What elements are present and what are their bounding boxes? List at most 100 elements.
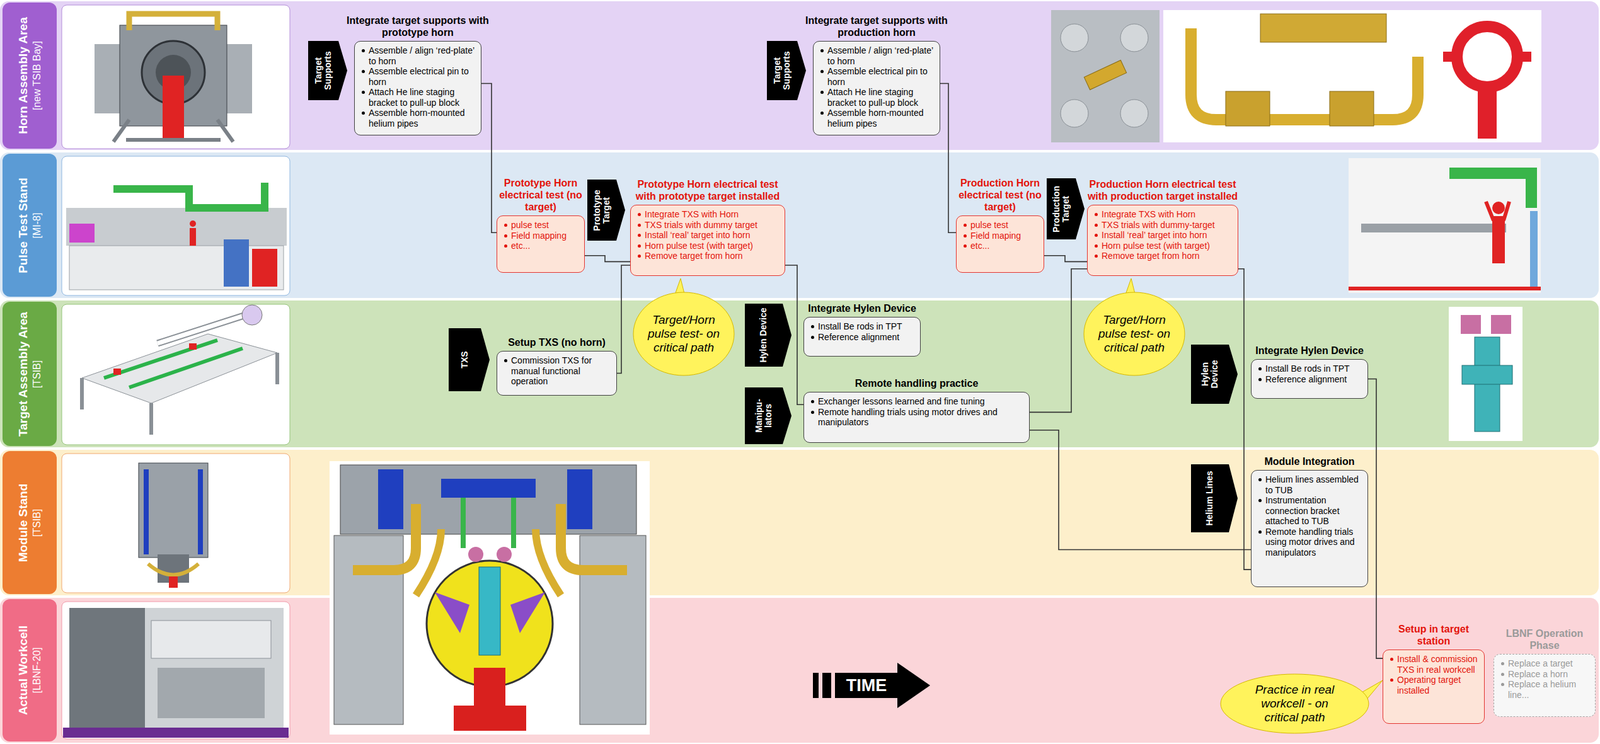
hylen-device: [1461, 365, 1513, 385]
process-box: Replace a targetReplace a hornReplace a …: [1493, 654, 1596, 718]
process-box: Exchanger lessons learned and fine tunin…: [803, 391, 1030, 444]
bullet-item: Integrate TXS with Horn: [635, 209, 780, 220]
bullet-item: Install ‘real’ target into horn: [635, 230, 780, 241]
time-label: TIME: [834, 673, 898, 699]
lane-tab-text: Horn Assembly Area[new TSIB Bay]: [16, 7, 43, 144]
cyan-target: [478, 567, 501, 656]
workcell-window: [151, 620, 271, 659]
lane-location: [new TSIB Bay]: [30, 7, 43, 144]
bullet-item: Assemble electrical pin to horn: [818, 66, 935, 87]
bullet-item: Commission TXS for manual functional ope…: [502, 355, 612, 387]
image-panel: [61, 156, 290, 296]
process-box: Install Be rods in TPTReference alignmen…: [1250, 359, 1369, 399]
input-tag: Hylen Device: [744, 303, 792, 367]
lane-tab-text: Pulse Test Stand[MI-8]: [16, 158, 43, 292]
red-plate: [168, 576, 178, 588]
bullet-item: Assemble / align ‘red-plate’ to horn: [359, 45, 476, 67]
connector: [1368, 379, 1383, 660]
input-tag: Target Supports: [308, 40, 348, 101]
connector: [1238, 269, 1251, 570]
tag-label: Helium Lines: [1204, 466, 1215, 530]
tag-label: Target Supports: [313, 43, 334, 98]
test-platform: [66, 207, 287, 246]
bullet-item: Operating target installed: [1388, 674, 1480, 696]
pipe-block: [1329, 91, 1374, 127]
bullet-item: Install Be rods in TPT: [1256, 363, 1363, 375]
critical-path-callout: Target/Horn pulse test- on critical path: [1082, 278, 1186, 377]
process-box: pulse testField mapingetc...: [955, 215, 1045, 273]
input-tag: Helium Lines: [1191, 464, 1238, 533]
gantry-beam: [1361, 223, 1507, 233]
pink-fitting: [496, 546, 512, 563]
table-leg: [81, 352, 278, 435]
bullet-item: etc...: [502, 240, 580, 252]
target-rod: [157, 315, 246, 344]
target-end: [241, 305, 263, 326]
floor-line: [1348, 286, 1541, 291]
tag-text-wrap: Manipu- lators: [754, 390, 774, 442]
bullet-item: Horn pulse test (with target): [635, 240, 780, 252]
bullet-item: Install & commission TXS in real workcel…: [1388, 654, 1480, 675]
power-supply: [223, 239, 249, 287]
part-panel: [1163, 10, 1542, 143]
target-rod: [157, 315, 246, 344]
activity-group: Integrate Hylen DeviceInstall Be rods in…: [1250, 345, 1369, 399]
lane-location: [TSIB]: [30, 456, 43, 590]
tag-label: Manipu- lators: [754, 390, 774, 442]
box-heading: Module Integration: [1250, 456, 1369, 469]
bullet-item: Helium lines assembled to TUB: [1256, 474, 1363, 496]
lane-title: Pulse Test Stand: [16, 158, 31, 292]
box-heading: Production Horn electrical test (no targ…: [955, 177, 1045, 214]
bullet-item: Attach He line staging bracket to pull-u…: [359, 86, 476, 108]
box-heading: LBNF Operation Phase: [1493, 628, 1596, 653]
red-ring-ear: [1518, 51, 1532, 62]
bullet-item: Install ‘real’ target into horn: [1092, 230, 1233, 241]
connector: [1029, 430, 1251, 551]
box-heading: Production Horn electrical test with pro…: [1087, 178, 1239, 203]
image-panel: [61, 601, 290, 740]
bullet-item: Replace a helium line...: [1499, 679, 1590, 701]
lane-band: [0, 152, 1599, 299]
magenta-part: [69, 223, 95, 243]
side-machinery: [579, 535, 646, 725]
image-panel: [61, 304, 290, 445]
input-tag: Target Supports: [766, 40, 806, 101]
module-frame: [146, 469, 201, 555]
pink-fitting: [468, 546, 484, 563]
connector-group: [481, 83, 1383, 660]
module-illustration-panel: [329, 461, 650, 735]
blue-column: [1530, 211, 1538, 287]
horn-closeup-port: [1060, 99, 1089, 128]
lane-title: Target Assembly Area: [16, 306, 31, 442]
bullet-item: TXS trials with dummy target: [635, 219, 780, 231]
critical-path-callout: Target/Horn pulse test- on critical path: [632, 278, 736, 377]
callout-ellipse: [1083, 292, 1185, 376]
module-body: [138, 463, 208, 558]
tag-arrow-shape: [1191, 464, 1238, 533]
tag-text-wrap: Hylen Device: [1200, 347, 1221, 402]
red-plate: [453, 705, 527, 731]
activity-group: Production Horn electrical test with pro…: [1087, 178, 1239, 277]
swim-lane: Target Assembly Area[TSIB]TXSSetup TXS (…: [0, 299, 1600, 449]
workcell-wall: [69, 608, 145, 728]
tag-text-wrap: Helium Lines: [1204, 466, 1215, 530]
tag-arrow-shape: [587, 179, 626, 241]
process-box: Integrate TXS with HornTXS trials with d…: [630, 204, 786, 277]
process-box: Assemble / align ‘red-plate’ to hornAsse…: [354, 40, 482, 136]
bullet-item: Assemble / align ‘red-plate’ to horn: [818, 45, 935, 67]
critical-path-callout: Practice in real workcell - on critical …: [1219, 673, 1383, 735]
connector: [481, 83, 497, 234]
red-ring: [1456, 26, 1518, 87]
bullet-item: Install Be rods in TPT: [809, 321, 916, 333]
activity-group: Prototype Horn electrical test (no targe…: [496, 177, 585, 273]
red-ring-stem: [1477, 81, 1497, 139]
box-heading: Remote handling practice: [803, 378, 1030, 391]
bullet-item: Assemble horn-mounted helium pipes: [359, 107, 476, 129]
blue-frame: [441, 478, 536, 498]
test-stand-base: [69, 245, 284, 290]
horn-closeup-port: [1120, 99, 1149, 128]
bullet-item: Replace a horn: [1499, 669, 1590, 680]
person-figure: [189, 228, 196, 246]
